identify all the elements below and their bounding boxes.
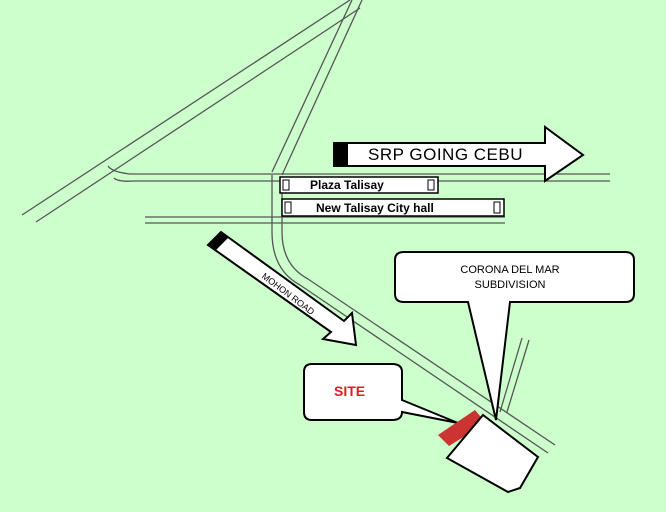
- corona-del-mar-callout: [394, 251, 635, 421]
- site-marker-icon: [438, 410, 486, 446]
- site-label: SITE: [334, 383, 366, 399]
- road-diagonal-west: [21, 0, 361, 223]
- city-hall-bar: [281, 198, 505, 217]
- road-srp: [107, 165, 610, 182]
- srp-going-cebu-label: SRP GOING CEBU: [368, 145, 523, 164]
- road-south-main: [271, 175, 556, 454]
- new-talisay-city-hall-label: New Talisay City hall: [316, 201, 434, 215]
- arrow-down-right-icon: [206, 230, 358, 347]
- road-north-link: [271, 0, 363, 176]
- arrow-right-icon: [333, 125, 585, 183]
- subdivision-parcel: [445, 413, 540, 494]
- corona-del-mar-label: CORONA DEL MAR SUBDIVISION: [460, 264, 560, 291]
- site-callout: [303, 363, 459, 424]
- road-mid: [145, 216, 505, 224]
- plaza-talisay-bar: [279, 176, 439, 194]
- roads: [21, 0, 610, 454]
- road-site-branch: [499, 337, 530, 413]
- plaza-talisay-label: Plaza Talisay: [310, 178, 384, 192]
